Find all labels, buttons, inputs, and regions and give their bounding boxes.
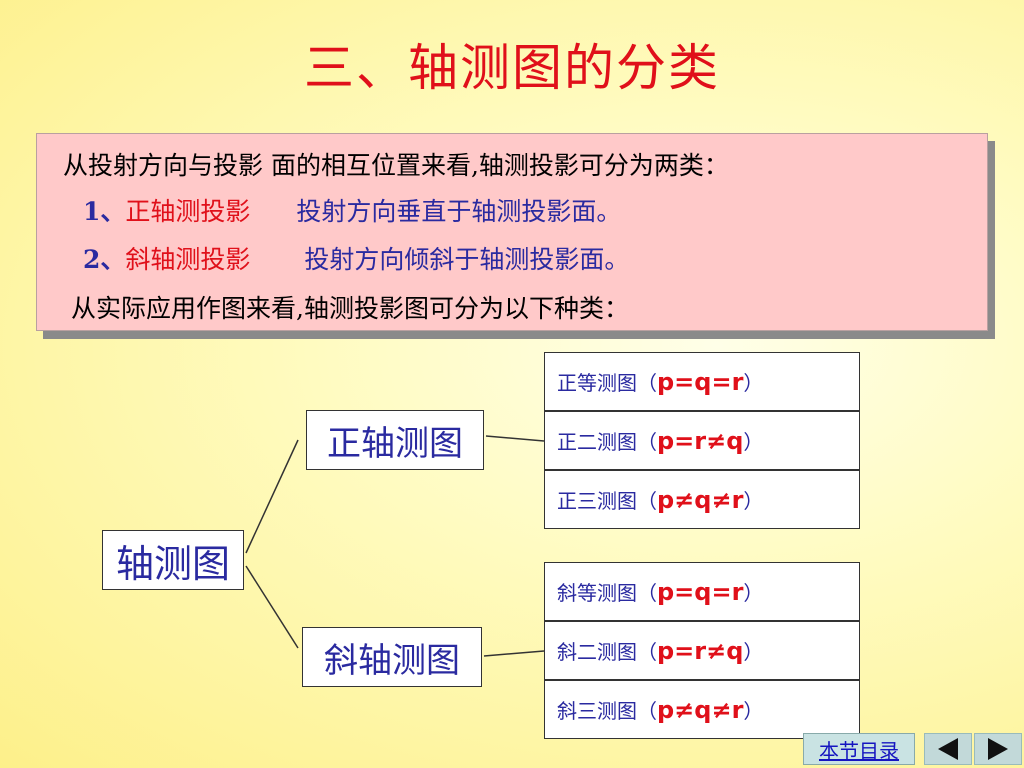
section-toc-button[interactable]: 本节目录	[803, 733, 915, 765]
info-line-projection-direction: 从投射方向与投影 面的相互位置来看,轴测投影可分为两类：	[63, 151, 729, 180]
branch-node-oblique: 斜轴测图	[302, 627, 482, 687]
section-toc-label: 本节目录	[819, 738, 899, 763]
connector-root-to-xie	[245, 565, 299, 649]
leaf-name: 斜二测图（	[557, 640, 657, 664]
leaf-oblique-dimetric: 斜二测图（p=r≠q）	[544, 621, 860, 680]
leaf-formula: p≠q≠r	[657, 695, 744, 724]
leaf-orthographic-trimetric: 正三测图（p≠q≠r）	[544, 470, 860, 529]
connector-root-to-zheng	[245, 439, 299, 554]
info-line-practical-use: 从实际应用作图来看,轴测投影图可分为以下种类：	[71, 294, 629, 323]
item-number: 2、	[83, 245, 126, 274]
leaf-oblique-trimetric: 斜三测图（p≠q≠r）	[544, 680, 860, 739]
leaf-formula: p=q=r	[657, 577, 744, 606]
next-slide-button[interactable]	[974, 733, 1022, 765]
page-title: 三、轴测图的分类	[304, 39, 720, 97]
leaf-name: 斜等测图（	[557, 581, 657, 605]
item-description: 投射方向倾斜于轴测投影面。	[304, 245, 630, 274]
triangle-left-icon	[938, 738, 958, 760]
leaf-formula: p=r≠q	[657, 636, 744, 665]
item-kind: 斜轴测投影	[125, 245, 251, 274]
tree-root-node: 轴测图	[102, 530, 244, 590]
connector-xie-to-leaves	[483, 650, 545, 657]
leaf-formula: p=q=r	[657, 367, 744, 396]
item-number: 1、	[83, 197, 126, 226]
triangle-right-icon	[988, 738, 1008, 760]
leaf-close-paren: ）	[743, 640, 764, 664]
leaf-name: 正二测图（	[557, 430, 657, 454]
leaf-close-paren: ）	[743, 371, 764, 395]
item-kind: 正轴测投影	[125, 197, 251, 226]
item-description: 投射方向垂直于轴测投影面。	[296, 197, 622, 226]
leaf-formula: p=r≠q	[657, 426, 744, 455]
leaf-formula: p≠q≠r	[657, 485, 744, 514]
prev-slide-button[interactable]	[924, 733, 972, 765]
branch-node-orthographic: 正轴测图	[306, 410, 484, 470]
leaf-close-paren: ）	[743, 430, 764, 454]
leaf-close-paren: ）	[743, 699, 764, 723]
leaf-close-paren: ）	[743, 489, 764, 513]
leaf-name: 斜三测图（	[557, 699, 657, 723]
leaf-orthographic-dimetric: 正二测图（p=r≠q）	[544, 411, 860, 470]
connector-zheng-to-leaves	[485, 435, 545, 442]
leaf-close-paren: ）	[743, 581, 764, 605]
info-item-orthographic: 1、正轴测投影 投射方向垂直于轴测投影面。	[83, 192, 621, 228]
info-item-oblique: 2、斜轴测投影 投射方向倾斜于轴测投影面。	[83, 240, 629, 276]
leaf-orthographic-isometric: 正等测图（p=q=r）	[544, 352, 860, 411]
leaf-name: 正三测图（	[557, 489, 657, 513]
info-box: 从投射方向与投影 面的相互位置来看,轴测投影可分为两类： 1、正轴测投影投射方向…	[36, 133, 988, 331]
leaf-oblique-isometric: 斜等测图（p=q=r）	[544, 562, 860, 621]
leaf-name: 正等测图（	[557, 371, 657, 395]
